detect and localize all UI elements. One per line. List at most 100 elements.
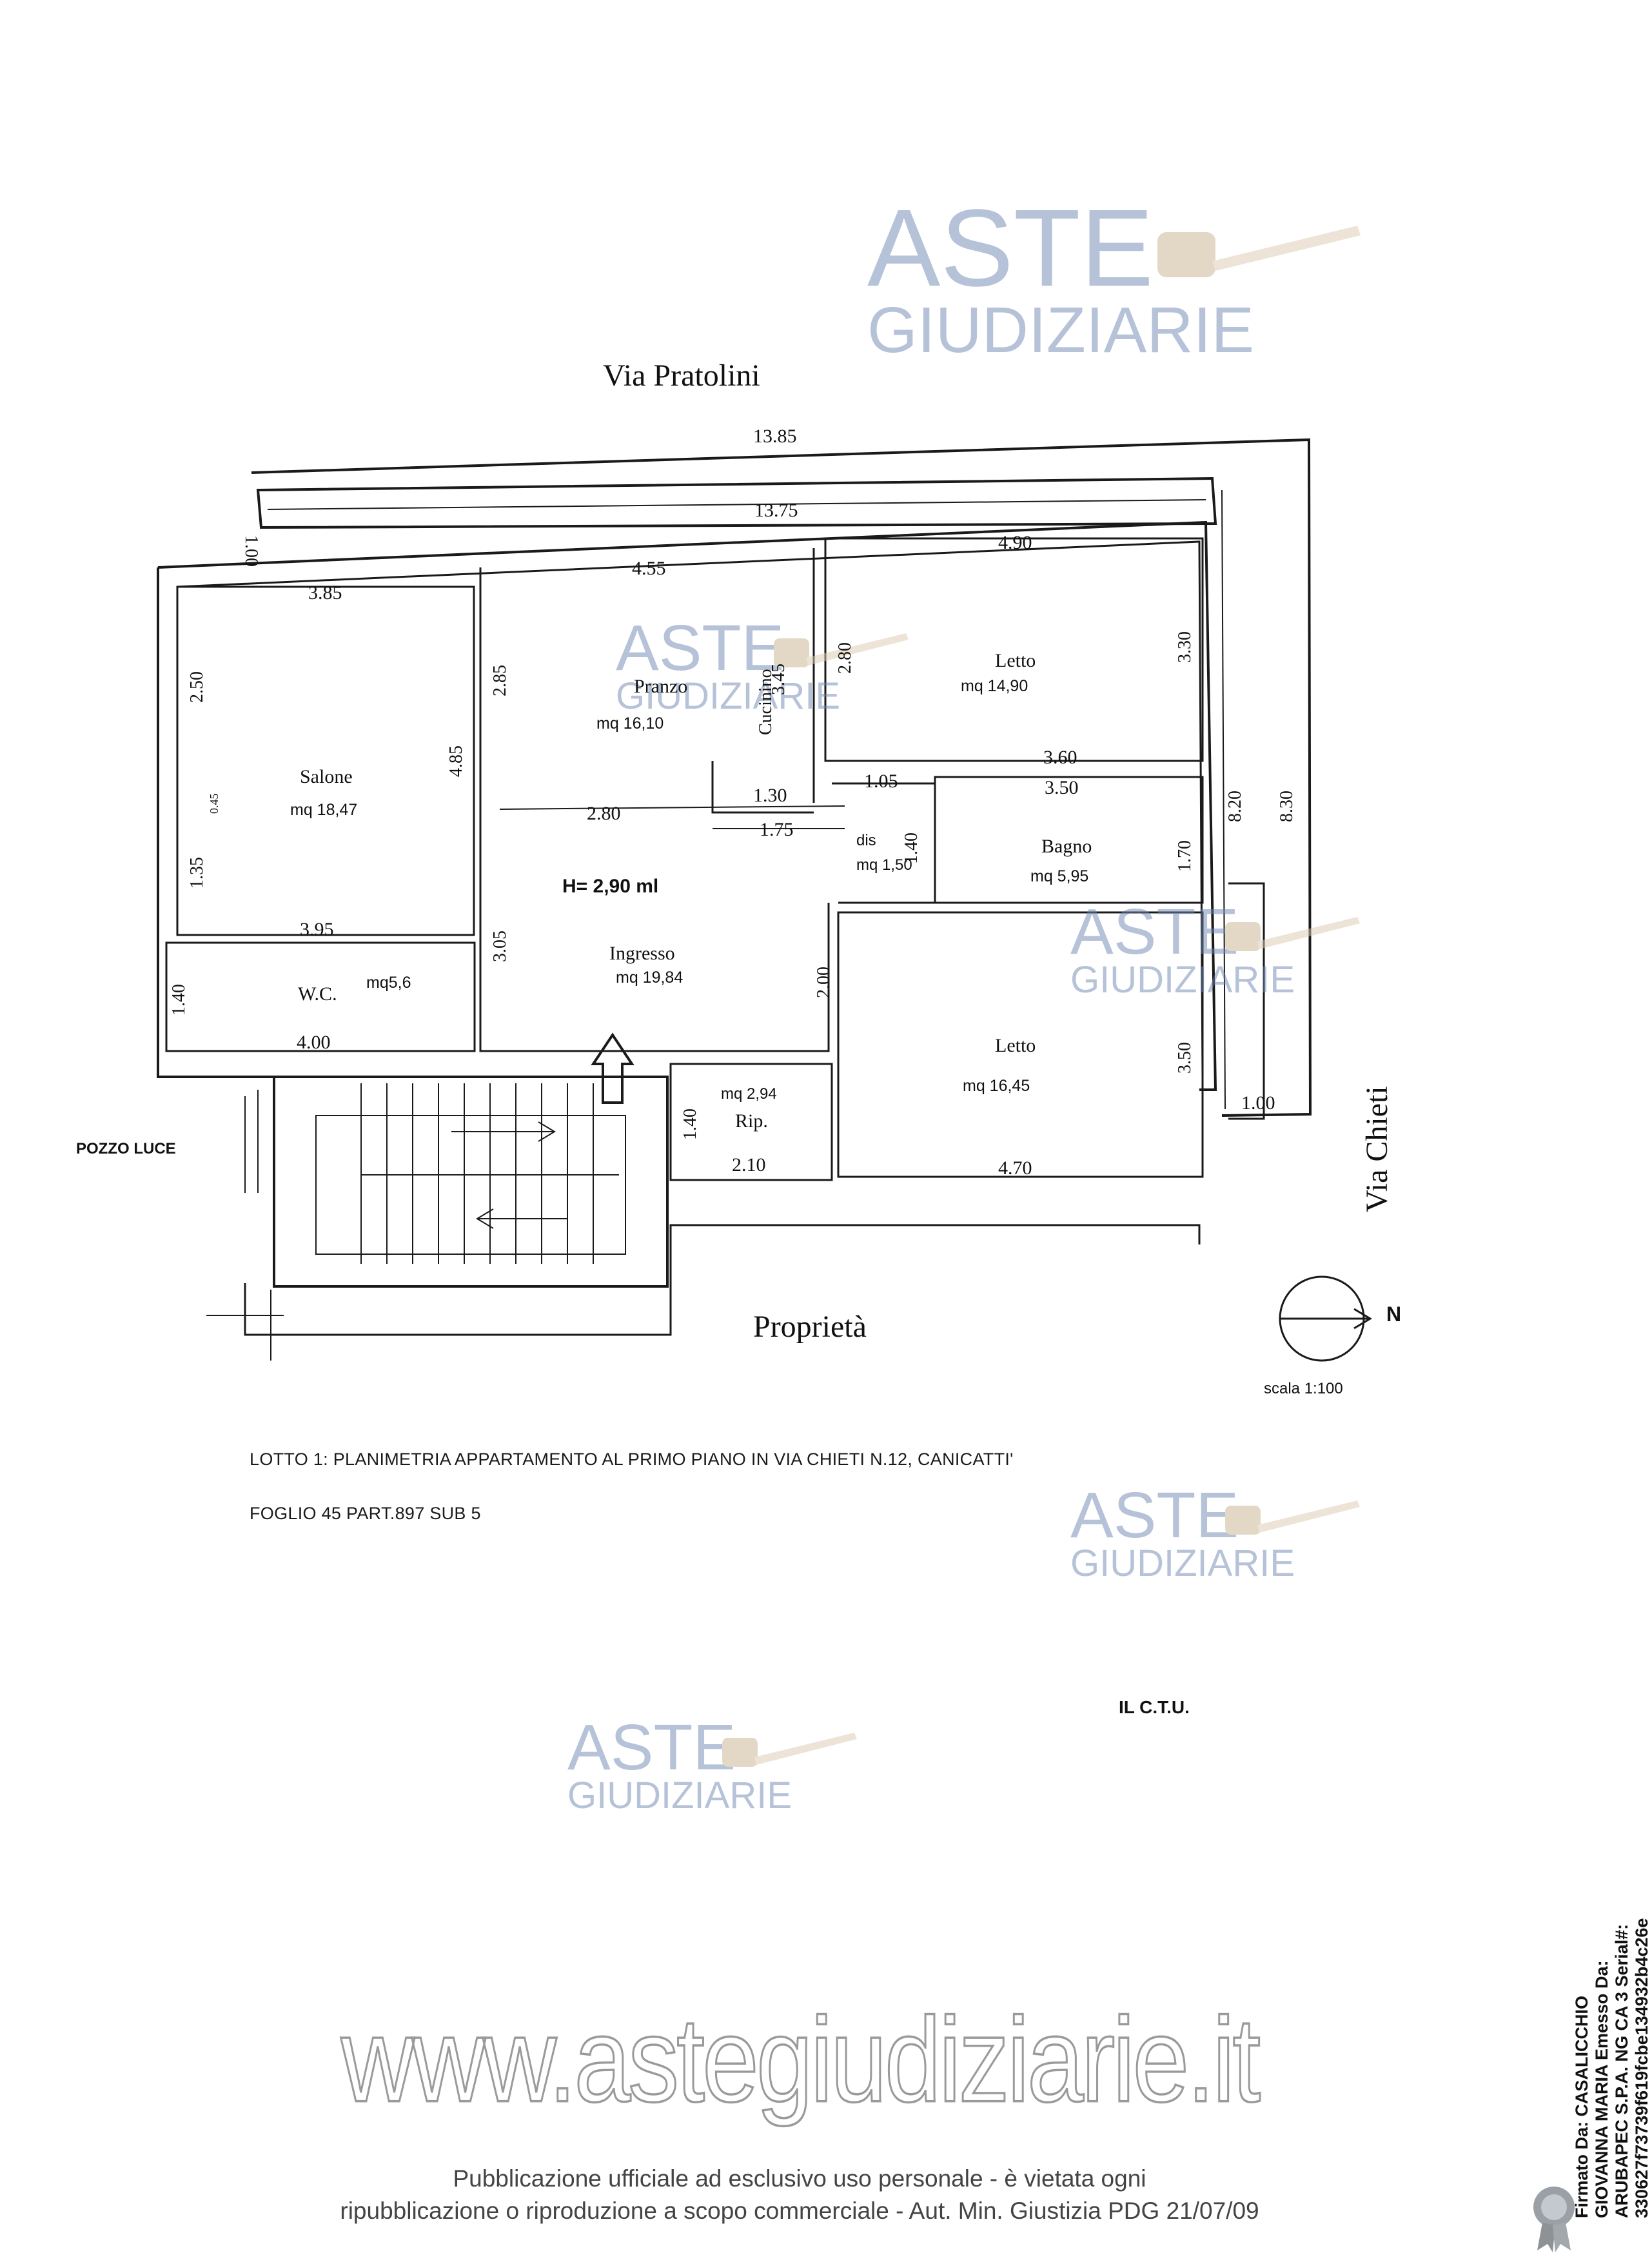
compass-needle (1280, 1308, 1372, 1330)
staircase-inner (315, 1115, 626, 1255)
dim-4-85: 4.85 (446, 745, 466, 777)
room-area-wc: mq5,6 (366, 974, 411, 992)
stair-arrow-down (476, 1208, 567, 1229)
apartment-outer-wall (157, 520, 1217, 1091)
gavel-icon (1157, 226, 1361, 277)
staircase-outer (273, 1076, 669, 1288)
dim-2-85: 2.85 (490, 665, 510, 696)
dim-2-50: 2.50 (187, 671, 207, 703)
gavel-icon (722, 1733, 857, 1767)
dim-8-30: 8.30 (1277, 791, 1297, 822)
balcony-inner-line (267, 499, 1206, 510)
caption-ctu: IL C.T.U. (1119, 1697, 1190, 1717)
watermark-aste-bagno: ASTE GIUDIZIARIE (1070, 900, 1360, 999)
floor-plan (157, 438, 1372, 1362)
room-name-ingresso: Ingresso (609, 943, 675, 964)
street-label-north: Via Pratolini (603, 359, 760, 393)
dim-0-45: 0.45 (208, 793, 221, 814)
street-label-east: Via Chieti (1360, 1086, 1394, 1212)
wall-rip (669, 1063, 833, 1181)
watermark-aste-plan: ASTE GIUDIZIARIE (616, 616, 909, 715)
east-wall-line (1221, 489, 1226, 1110)
room-name-rip: Rip. (735, 1110, 768, 1132)
wall-letto-south (837, 911, 1204, 1178)
room-area-letto-south: mq 16,45 (963, 1077, 1030, 1095)
room-name-wc: W.C. (298, 983, 337, 1005)
dim-3-50-side: 3.50 (1175, 1042, 1195, 1074)
dim-3-85: 3.85 (308, 582, 342, 604)
dim-1-70: 1.70 (1175, 840, 1195, 872)
stair-treads (360, 1083, 619, 1264)
footer-line-2: ripubblicazione o riproduzione a scopo c… (340, 2198, 1259, 2224)
wall-cucinino (711, 548, 815, 814)
dim-3-45: 3.45 (769, 664, 789, 695)
room-area-dis: mq 1,50 (856, 856, 912, 874)
dim-1-00-top: 1.00 (241, 535, 261, 567)
room-area-bagno: mq 5,95 (1030, 867, 1089, 885)
dim-1-75: 1.75 (760, 819, 794, 840)
dim-3-60: 3.60 (1043, 747, 1077, 768)
dim-1-40-dis: 1.40 (901, 832, 921, 864)
room-name-dis: dis (856, 832, 876, 849)
street-label-south: Proprietà (753, 1310, 867, 1344)
dim-4-00: 4.00 (297, 1032, 331, 1053)
dim-1-05: 1.05 (864, 771, 898, 792)
property-line (244, 1224, 1201, 1336)
dim-1-00-side: 1.00 (1241, 1092, 1275, 1114)
dim-3-95: 3.95 (300, 919, 334, 940)
wall-pranzo-divider (499, 805, 845, 810)
dim-13-75: 13.75 (754, 500, 798, 521)
room-name-bagno: Bagno (1041, 836, 1092, 857)
wall-wc (165, 941, 476, 1052)
gavel-icon (774, 633, 909, 667)
pozzo-luce-walls (206, 1090, 284, 1361)
dim-2-00: 2.00 (814, 967, 834, 998)
dim-1-40-rip: 1.40 (680, 1108, 700, 1140)
watermark-aste-bottom: ASTE GIUDIZIARIE (567, 1715, 857, 1815)
dim-2-10: 2.10 (732, 1154, 766, 1175)
caption-lotto: LOTTO 1: PLANIMETRIA APPARTAMENTO AL PRI… (250, 1450, 1014, 1469)
dim-3-30: 3.30 (1175, 631, 1195, 663)
ceiling-height-label: H= 2,90 ml (562, 876, 659, 897)
room-area-salone: mq 18,47 (290, 801, 358, 819)
room-name-salone: Salone (300, 766, 353, 787)
east-strip (1228, 882, 1265, 1120)
gavel-icon (1225, 917, 1360, 951)
room-area-rip: mq 2,94 (721, 1085, 777, 1103)
wall-pranzo (479, 567, 830, 1052)
dim-4-90: 4.90 (998, 532, 1032, 553)
site-url-watermark: www.astegiudiziarie.it (340, 1992, 1261, 2128)
watermark-aste-top: ASTE GIUDIZIARIE (867, 193, 1361, 362)
dim-13-85: 13.85 (753, 426, 797, 447)
watermark-aste-caption: ASTE GIUDIZIARIE (1070, 1483, 1360, 1582)
dim-3-05: 3.05 (490, 930, 510, 962)
entrance-arrow (591, 1032, 634, 1104)
stair-arrow-up (451, 1121, 556, 1142)
room-name-letto-south: Letto (995, 1035, 1036, 1056)
dim-8-20: 8.20 (1225, 791, 1245, 822)
footer-line-1: Pubblicazione ufficiale ad esclusivo uso… (453, 2165, 1146, 2192)
dim-4-55: 4.55 (632, 558, 666, 579)
wall-letto-north (824, 537, 1204, 762)
dim-2-80-h: 2.80 (587, 803, 621, 824)
apartment-inner-wall (177, 540, 1204, 1077)
balcony-north (256, 477, 1217, 529)
dim-1-35: 1.35 (187, 857, 207, 889)
dim-2-80-v: 2.80 (835, 642, 855, 674)
compass-north-label: N (1386, 1303, 1402, 1326)
pozzo-luce-label: POZZO LUCE (76, 1140, 176, 1157)
outer-boundary-wall (251, 438, 1312, 1117)
wall-salone (176, 585, 475, 936)
dim-3-50-top: 3.50 (1045, 777, 1079, 798)
room-name-pranzo: Pranzo (634, 676, 688, 697)
apartment-west-wall (157, 567, 658, 1078)
scale-label: scala 1:100 (1264, 1380, 1343, 1397)
seal-icon (1533, 2187, 1575, 2252)
gavel-icon (1225, 1500, 1360, 1535)
caption-foglio: FOGLIO 45 PART.897 SUB 5 (250, 1504, 481, 1523)
dim-4-70: 4.70 (998, 1157, 1032, 1179)
dim-1-30: 1.30 (753, 785, 787, 806)
digital-signature: Firmato Da: CASALICCHIO GIOVANNA MARIA E… (1572, 1918, 1651, 2218)
room-area-letto-north: mq 14,90 (961, 677, 1028, 695)
room-area-ingresso: mq 19,84 (616, 969, 683, 987)
